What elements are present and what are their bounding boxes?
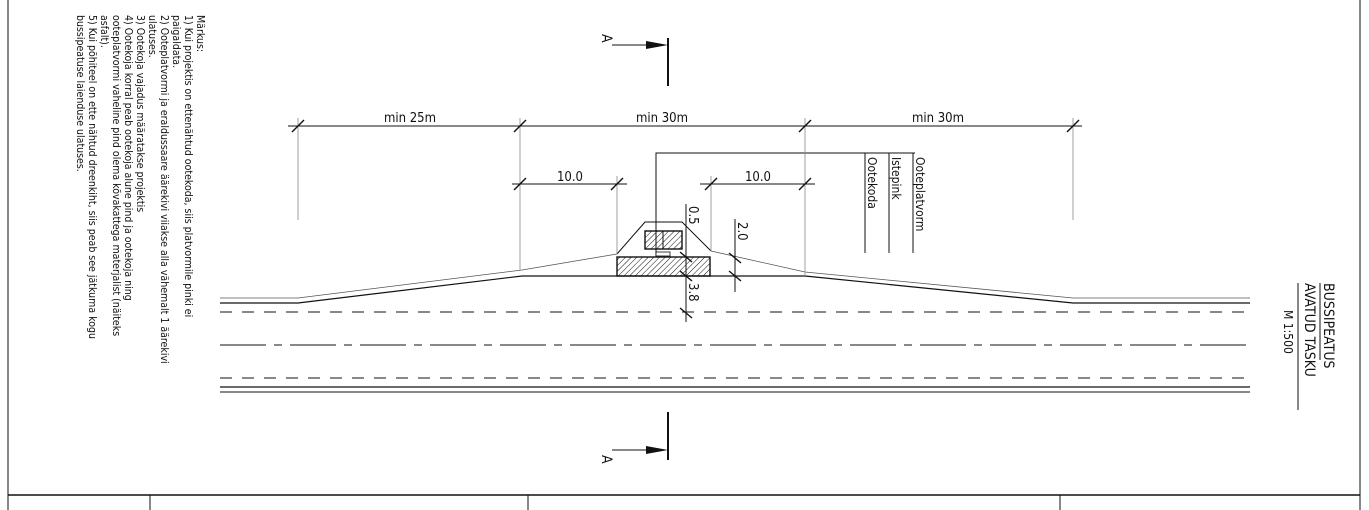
- dim-min-30m: min 30m: [912, 111, 964, 126]
- note-line: asfalt).: [98, 15, 110, 48]
- dim-min-25m: min 25m: [384, 111, 436, 126]
- dim-0-5: 0.5: [685, 206, 700, 225]
- note-line: 1) Kui projektis on ettenähtud ootekoda,…: [182, 15, 194, 317]
- dim-10m: 10.0: [557, 170, 583, 185]
- section-marker-bottom: A: [598, 412, 669, 464]
- title-line1: BUSSIPEATUS: [1320, 283, 1336, 369]
- section-label-a: A: [598, 455, 614, 464]
- dim-10m: 10.0: [745, 170, 771, 185]
- platform-hatch: [616, 256, 711, 277]
- note-line: 5) Kui põhiteel on ette nähtud dreenkiht…: [86, 15, 98, 339]
- dimensions: min 25m min 30m min 30m 10.0 10.0 0.5 3.…: [288, 111, 1082, 322]
- note-line: ooteplatvormi vaheline pind olema kõvaka…: [110, 15, 122, 336]
- scale-label: M 1:500: [1281, 310, 1295, 354]
- note-line: 3) Ootekoja vajadus määratakse projektis: [134, 15, 146, 212]
- note-line: 4) Ootekoja korral peab ootekoja alune p…: [122, 15, 134, 301]
- note-line: bussipeatuse laienduse ulatuses.: [74, 15, 86, 172]
- drawing-frame: [7, 0, 1361, 510]
- dim-3-8: 3.8: [685, 283, 700, 302]
- note-line: 2) Ooteplatvormi ja eraldussaare äärekiv…: [158, 15, 170, 364]
- note-line: paigaldata.: [170, 15, 182, 68]
- dim-min-30m: min 30m: [636, 111, 688, 126]
- section-marker-top: A: [598, 34, 669, 86]
- label-ooteplatvorm: Ooteplatvorm: [913, 157, 927, 231]
- label-ootekoda: Ootekoda: [865, 157, 879, 209]
- platform: Ootekoda Istepink Ooteplatvorm: [616, 152, 927, 277]
- note-line: ulatuses.: [146, 15, 158, 58]
- title-block: BUSSIPEATUS AVATUD TASKU M 1:500: [1281, 283, 1336, 410]
- label-istepink: Istepink: [889, 157, 903, 200]
- notes-block: Märkus: 1) Kui projektis on ettenähtud o…: [74, 15, 206, 364]
- notes-heading: Märkus:: [194, 15, 206, 52]
- title-line2: AVATUD TASKU: [1301, 283, 1317, 377]
- dim-2-0: 2.0: [734, 222, 749, 241]
- section-label-a: A: [598, 34, 614, 43]
